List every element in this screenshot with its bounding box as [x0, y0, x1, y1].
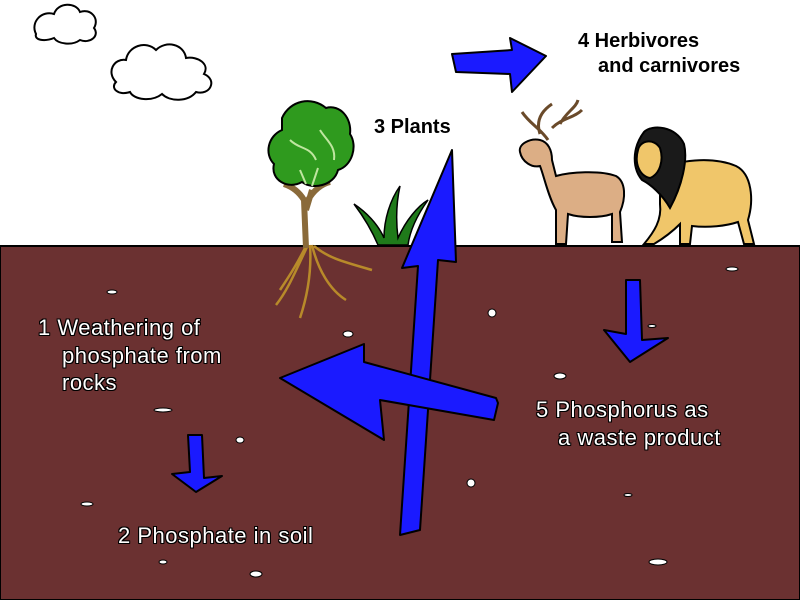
weathering-line-1: 1 Weathering of	[38, 315, 201, 340]
deer-icon	[518, 99, 626, 245]
animals-label: 4 Herbivores and carnivores	[578, 29, 740, 79]
soil-layer	[0, 245, 800, 600]
phosphate-in-soil-label: 2 Phosphate in soil	[118, 522, 313, 550]
arrow-icon	[171, 37, 669, 536]
tree-icon	[267, 100, 373, 319]
cloud-icon	[110, 43, 213, 101]
weathering-line-2: phosphate from	[62, 342, 222, 368]
lion-icon	[633, 126, 756, 245]
waste-line-1: 5 Phosphorus as	[536, 397, 709, 422]
grass-icon	[353, 185, 429, 246]
weathering-line-3: rocks	[62, 370, 118, 395]
plants-line-1: 3 Plants	[374, 116, 451, 138]
waste-label: 5 Phosphorus as a waste product	[536, 396, 721, 451]
waste-line-2: a waste product	[558, 424, 721, 450]
animals-line-1: 4 Herbivores	[578, 30, 700, 52]
phosphate-in-soil-line-1: 2 Phosphate in soil	[118, 523, 314, 548]
rock-icon	[80, 266, 739, 578]
plants-label: 3 Plants	[374, 115, 451, 140]
cloud-icon	[33, 3, 97, 45]
weathering-label: 1 Weathering of phosphate from rocks	[38, 314, 222, 397]
animals-line-2: and carnivores	[598, 55, 741, 77]
